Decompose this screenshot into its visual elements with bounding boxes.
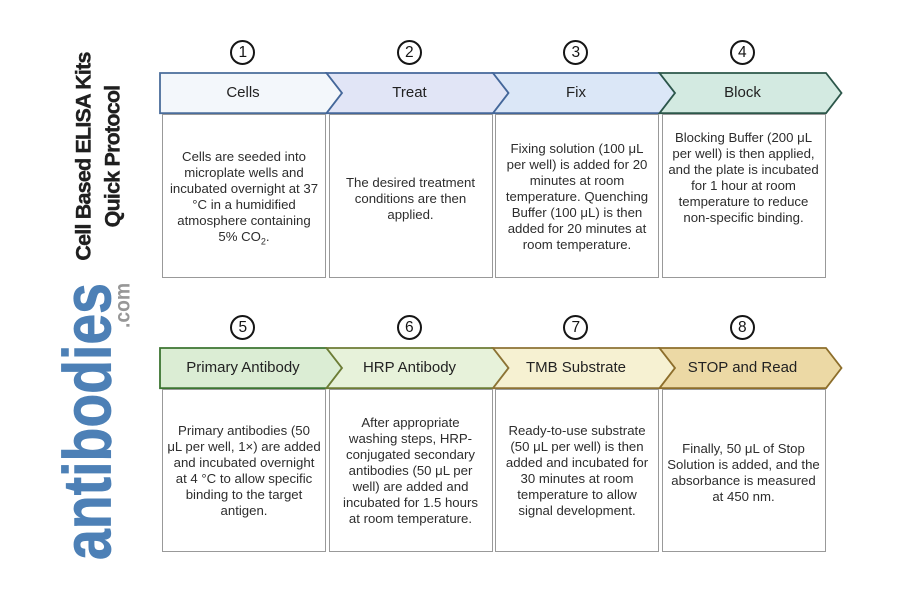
- svg-text:antibodies: antibodies: [50, 283, 126, 560]
- svg-text:.com: .com: [112, 283, 135, 328]
